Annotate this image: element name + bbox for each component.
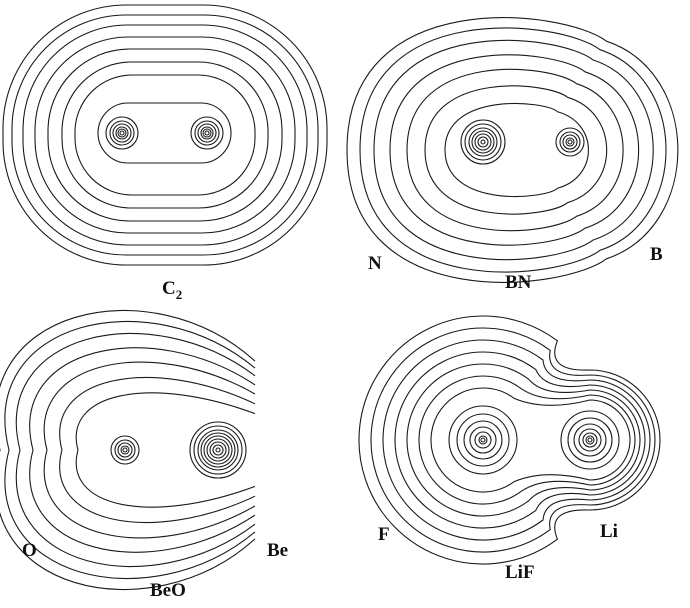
bn-b-contour bbox=[559, 131, 581, 153]
lif-f-contour bbox=[480, 437, 486, 443]
beo-o-contour bbox=[110, 435, 140, 465]
bn-b-contour bbox=[565, 137, 575, 147]
lif-li-contour bbox=[578, 428, 602, 452]
lif-outer-contour bbox=[382, 339, 651, 541]
lif-atom-li: Li bbox=[600, 521, 618, 542]
c2-atom-contour bbox=[194, 120, 220, 146]
beo-be-contour bbox=[215, 447, 221, 453]
bn-n-contour bbox=[460, 119, 506, 165]
bn-n-contour bbox=[474, 133, 492, 151]
lif-f-contour bbox=[456, 413, 510, 467]
lif-f-contour bbox=[474, 431, 492, 449]
bn-atom-b: B bbox=[650, 244, 663, 265]
lif-f-contour bbox=[469, 426, 497, 454]
bn-outer-contour bbox=[346, 17, 679, 283]
beo-atom-be: Be bbox=[267, 540, 289, 561]
lif-li-contour bbox=[573, 423, 607, 457]
lif-li-contour bbox=[567, 417, 613, 463]
lif-li-contour bbox=[582, 432, 598, 448]
c2-bond-contour bbox=[97, 102, 232, 164]
bn-b-contour bbox=[567, 139, 573, 145]
c2-atom-contour bbox=[112, 123, 132, 143]
bn-outer-contour bbox=[389, 54, 639, 246]
c2-outer-contour bbox=[22, 24, 308, 246]
c2-outer-contour bbox=[47, 48, 283, 222]
lif-outer-contour bbox=[418, 375, 636, 505]
bn-outer-contour bbox=[406, 68, 624, 232]
c2-title: C2 bbox=[162, 278, 183, 302]
beo-o-contour bbox=[122, 447, 128, 453]
bn-outer-contour bbox=[359, 27, 667, 273]
c2-atom-contour bbox=[200, 126, 214, 140]
c2-atom-contour bbox=[197, 123, 217, 143]
beo-o-contour bbox=[120, 445, 130, 455]
bn-atom-n: N bbox=[368, 253, 382, 274]
lif-f-contour bbox=[448, 405, 518, 475]
beo-be-contour bbox=[206, 438, 230, 462]
bn-outer-contour bbox=[424, 85, 608, 215]
lif-outer-contour bbox=[394, 351, 646, 529]
bn-b-contour bbox=[555, 127, 585, 157]
beo-be-contour bbox=[212, 444, 224, 456]
lif-outer-contour bbox=[406, 363, 641, 517]
lif-li-contour bbox=[560, 410, 620, 470]
c2-atom-contour bbox=[105, 116, 139, 150]
bn-n-contour bbox=[480, 139, 486, 145]
beo-be-contour bbox=[193, 425, 243, 475]
beo-be-contour bbox=[209, 441, 227, 459]
beo-outer-contour bbox=[0, 309, 256, 591]
bn-n-contour bbox=[468, 127, 498, 157]
lif-title: LiF bbox=[505, 562, 535, 583]
c2-atom-contour bbox=[190, 116, 224, 150]
beo-outer-contour bbox=[43, 361, 256, 539]
c2-atom-contour bbox=[117, 128, 127, 138]
lif-outer-contour bbox=[358, 315, 661, 565]
c2-atom-contour bbox=[115, 126, 129, 140]
c2-outer-contour bbox=[61, 61, 269, 209]
beo-be-contour bbox=[197, 429, 239, 471]
beo-o-contour bbox=[117, 442, 133, 458]
bn-n-contour bbox=[464, 123, 502, 161]
c2-outer-contour bbox=[74, 74, 256, 196]
lif-outer-contour bbox=[430, 387, 631, 493]
beo-outer-contour bbox=[4, 320, 256, 580]
beo-outer-contour bbox=[75, 392, 256, 508]
c2-atom-contour bbox=[204, 130, 210, 136]
bn-title: BN bbox=[505, 272, 532, 293]
beo-outer-contour bbox=[15, 333, 256, 567]
bn-n-contour bbox=[471, 130, 495, 154]
beo-outer-contour bbox=[29, 347, 256, 553]
lif-atom-f: F bbox=[378, 524, 390, 545]
beo-o-contour bbox=[114, 439, 136, 461]
beo-be-contour bbox=[200, 432, 236, 468]
lif-f-contour bbox=[463, 420, 503, 460]
beo-atom-o: O bbox=[22, 540, 37, 561]
lif-outer-contour bbox=[370, 327, 656, 553]
lif-li-contour bbox=[587, 437, 593, 443]
beo-title: BeO bbox=[150, 580, 186, 601]
bn-b-contour bbox=[562, 134, 578, 150]
c2-atom-contour bbox=[109, 120, 135, 146]
beo-be-contour bbox=[203, 435, 233, 465]
lif-li-contour bbox=[585, 435, 595, 445]
bn-n-contour bbox=[477, 136, 489, 148]
beo-be-contour bbox=[189, 421, 247, 479]
c2-atom-contour bbox=[202, 128, 212, 138]
bn-outer-contour bbox=[444, 102, 589, 198]
lif-f-contour bbox=[478, 435, 488, 445]
c2-outer-contour bbox=[11, 14, 319, 256]
beo-outer-contour bbox=[59, 377, 256, 523]
bn-outer-contour bbox=[373, 39, 654, 261]
c2-atom-contour bbox=[119, 130, 125, 136]
c2-outer-contour bbox=[2, 4, 328, 266]
c2-outer-contour bbox=[34, 36, 296, 234]
